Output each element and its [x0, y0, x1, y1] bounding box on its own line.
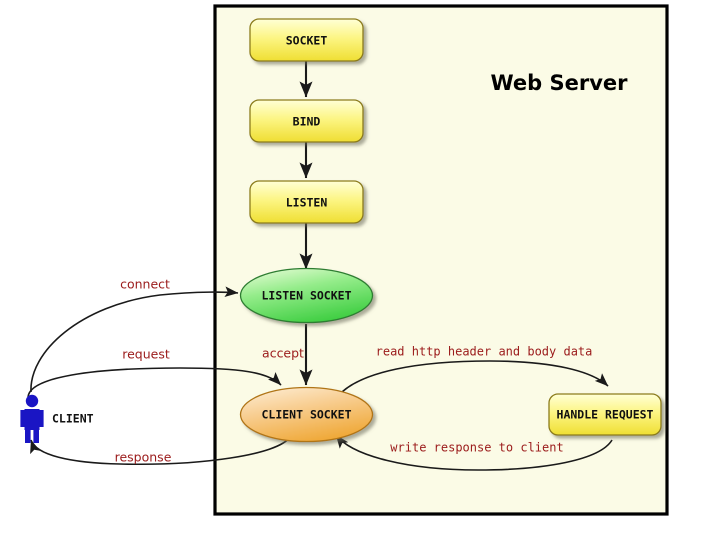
- node-client-socket[interactable]: CLIENT SOCKET: [239, 386, 374, 443]
- node-listen[interactable]: LISTEN: [249, 180, 364, 224]
- actor-head-icon: [25, 394, 39, 408]
- actor-leg-right-icon: [33, 428, 39, 443]
- node-listen-socket-label: LISTEN SOCKET: [261, 289, 351, 303]
- edge-label-write-response: write response to client: [390, 441, 563, 455]
- edge-client-socket-to-client: [30, 436, 291, 466]
- node-bind[interactable]: BIND: [249, 99, 364, 143]
- edge-handle-request-to-client-socket: [335, 434, 613, 471]
- actor-arm-right-icon: [39, 410, 44, 427]
- node-client-socket-label: CLIENT SOCKET: [261, 408, 351, 422]
- node-client-actor[interactable]: CLIENT: [20, 394, 94, 443]
- actor-body-icon: [24, 409, 40, 430]
- node-handle-request-label: HANDLE REQUEST: [557, 408, 654, 422]
- actor-arm-left-icon: [20, 410, 25, 427]
- edge-label-request: request: [122, 347, 170, 362]
- node-socket[interactable]: SOCKET: [249, 18, 364, 62]
- node-handle-request[interactable]: HANDLE REQUEST: [548, 393, 662, 436]
- node-listen-label: LISTEN: [286, 196, 328, 210]
- edge-label-accept: accept: [262, 346, 304, 361]
- edge-label-connect: connect: [120, 277, 170, 292]
- node-client-actor-label: CLIENT: [52, 412, 94, 426]
- node-socket-label: SOCKET: [286, 34, 328, 48]
- node-listen-socket[interactable]: LISTEN SOCKET: [239, 267, 374, 324]
- edge-label-read-http: read http header and body data: [376, 345, 593, 359]
- edge-label-response: response: [115, 450, 172, 465]
- edge-client-to-listen-socket: [30, 286, 239, 393]
- actor-leg-left-icon: [25, 428, 31, 443]
- edge-client-socket-to-handle-request: [337, 360, 609, 397]
- node-bind-label: BIND: [293, 115, 321, 129]
- web-server-title: Web Server: [490, 71, 628, 95]
- edge-client-to-client-socket: [27, 367, 282, 398]
